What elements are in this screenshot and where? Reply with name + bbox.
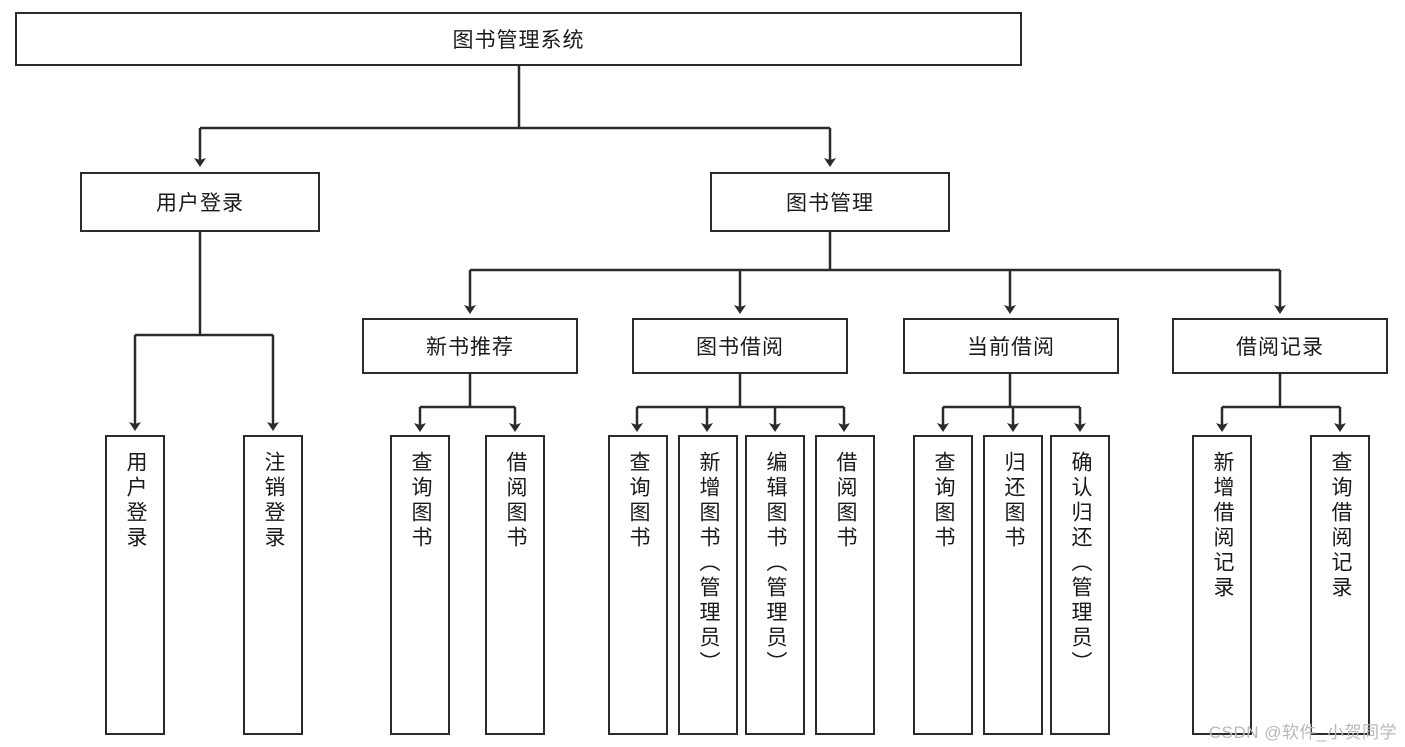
node-root[interactable]: 图书管理系统 (15, 12, 1022, 66)
leaf-add-book-admin[interactable]: 新增图书（管理员） (678, 435, 738, 735)
leaf-logout[interactable]: 注销登录 (243, 435, 303, 735)
node-label: 借阅图书 (504, 451, 528, 551)
node-label: 图书借阅 (696, 336, 784, 359)
node-label: 借阅记录 (1236, 336, 1324, 359)
node-label: 借阅图书 (834, 451, 858, 551)
node-label: 查询图书 (932, 451, 956, 551)
node-book-management[interactable]: 图书管理 (710, 172, 950, 232)
node-label: 新增借阅记录 (1211, 451, 1235, 601)
node-label: 查询借阅记录 (1329, 451, 1353, 601)
node-label: 查询图书 (627, 451, 651, 551)
leaf-query-book-borrow[interactable]: 查询图书 (608, 435, 668, 735)
node-label: 当前借阅 (967, 336, 1055, 359)
leaf-user-login[interactable]: 用户登录 (105, 435, 165, 735)
node-label: 编辑图书（管理员） (764, 451, 788, 676)
node-label: 查询图书 (409, 451, 433, 551)
node-label: 用户登录 (124, 451, 148, 551)
leaf-edit-book-admin[interactable]: 编辑图书（管理员） (745, 435, 805, 735)
leaf-confirm-return-admin[interactable]: 确认归还（管理员） (1050, 435, 1110, 735)
node-label: 注销登录 (262, 451, 286, 551)
node-label: 图书管理系统 (452, 29, 585, 52)
node-label: 新书推荐 (426, 336, 514, 359)
leaf-query-book-current[interactable]: 查询图书 (913, 435, 973, 735)
node-borrow-record[interactable]: 借阅记录 (1172, 318, 1388, 374)
node-book-borrow[interactable]: 图书借阅 (632, 318, 848, 374)
watermark: CSDN @软件_小贺同学 (1208, 723, 1397, 742)
leaf-query-borrow-record[interactable]: 查询借阅记录 (1310, 435, 1370, 735)
leaf-borrow-book-recommend[interactable]: 借阅图书 (485, 435, 545, 735)
node-user-login[interactable]: 用户登录 (80, 172, 320, 232)
node-label: 新增图书（管理员） (697, 451, 721, 676)
node-label: 用户登录 (156, 192, 244, 215)
node-current-borrow[interactable]: 当前借阅 (903, 318, 1119, 374)
node-label: 确认归还（管理员） (1069, 451, 1093, 676)
node-new-book-recommend[interactable]: 新书推荐 (362, 318, 578, 374)
node-label: 归还图书 (1002, 451, 1026, 551)
leaf-add-borrow-record[interactable]: 新增借阅记录 (1192, 435, 1252, 735)
leaf-query-book-recommend[interactable]: 查询图书 (390, 435, 450, 735)
leaf-borrow-book[interactable]: 借阅图书 (815, 435, 875, 735)
leaf-return-book[interactable]: 归还图书 (983, 435, 1043, 735)
node-label: 图书管理 (786, 192, 874, 215)
